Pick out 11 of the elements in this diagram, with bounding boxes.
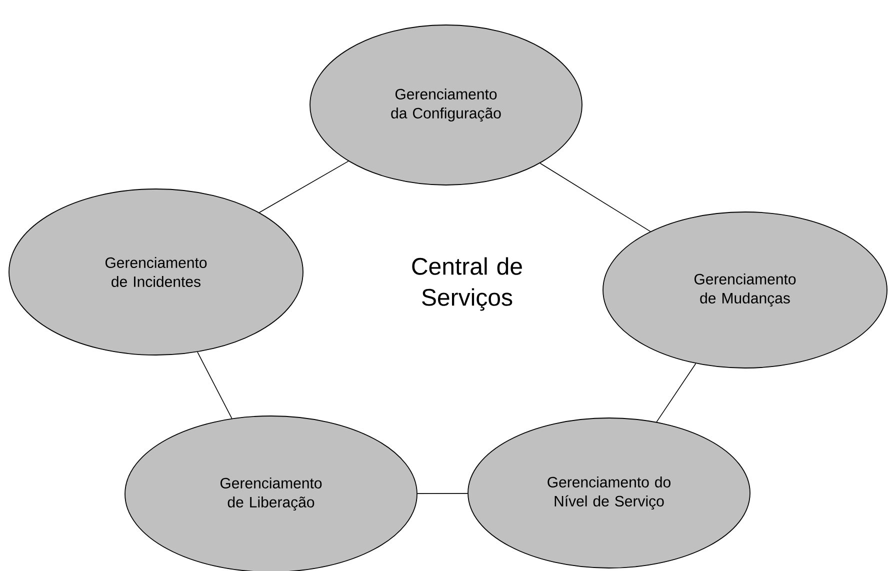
ellipse-node: Gerenciamento de Liberação <box>124 416 418 571</box>
ellipse-node: Gerenciamento de Mudanças <box>602 212 888 368</box>
connector-line <box>540 162 651 232</box>
connector-line <box>197 352 232 419</box>
connector-line <box>417 493 468 494</box>
connector-line <box>656 363 696 422</box>
ellipse-node: Gerenciamento do Nível de Serviço <box>468 418 750 568</box>
ellipse-node: Gerenciamento da Configuração <box>310 24 582 186</box>
center-label: Central de Serviços <box>412 257 522 311</box>
connector-line <box>258 160 349 213</box>
ellipse-node: Gerenciamento de Incidentes <box>8 188 304 356</box>
